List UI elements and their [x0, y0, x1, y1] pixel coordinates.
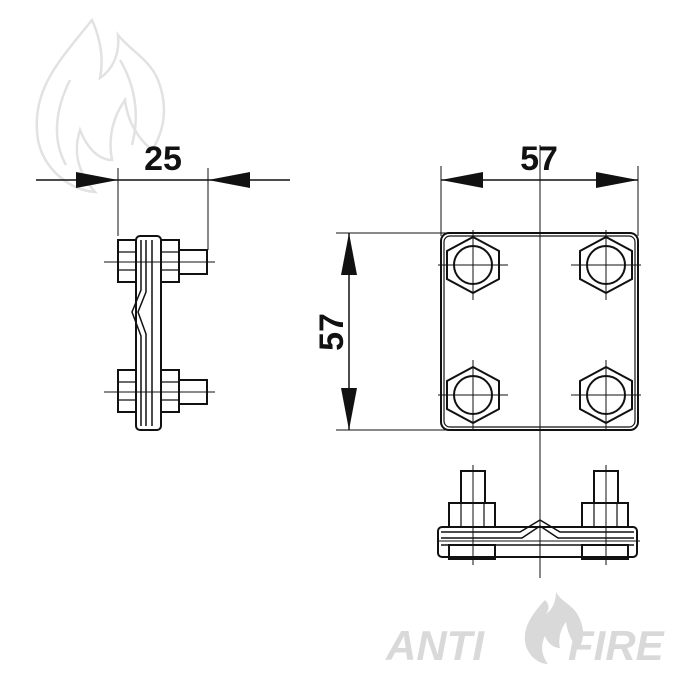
watermark-fire: FIRE [568, 622, 666, 669]
side-nut-bottom-left [117, 369, 137, 413]
side-view [36, 168, 290, 431]
flame-watermark-top [35, 17, 166, 194]
brand-watermark: ANTI FIRE [385, 592, 666, 669]
side-nut-top-right [160, 239, 180, 283]
arrowhead-side-top [341, 233, 357, 275]
bottom-nut-left-top [448, 502, 496, 528]
hex-nut-bottom-left [438, 360, 508, 430]
arrowhead-right [208, 172, 250, 188]
dim-label-57-horizontal: 57 [520, 140, 558, 178]
bottom-view [437, 465, 640, 565]
bottom-nut-left-bottom [448, 544, 496, 560]
dim-label-25: 25 [144, 140, 182, 178]
side-bolt-top-thread [178, 249, 208, 275]
arrowhead-side-bottom [341, 388, 357, 430]
side-bolt-bottom-thread [178, 379, 208, 405]
bottom-nut-right-top [581, 502, 629, 528]
bottom-nut-right-bottom [581, 544, 629, 560]
side-nut-top-left [117, 239, 137, 283]
dim-label-57-vertical: 57 [313, 313, 351, 351]
arrowhead-top-left [441, 172, 483, 188]
front-view [336, 145, 641, 578]
side-plate-wave [131, 240, 142, 426]
watermark-anti: ANTI [385, 622, 485, 669]
bottom-plate-wave [441, 519, 634, 533]
arrowhead-left [76, 172, 118, 188]
arrowhead-top-right [596, 172, 638, 188]
hex-nut-top-right [571, 230, 641, 300]
side-nut-bottom-right [160, 369, 180, 413]
side-plate-outer [135, 235, 162, 431]
hex-nut-bottom-right [571, 360, 641, 430]
hex-nut-top-left [438, 230, 508, 300]
flame-logo-icon [524, 592, 584, 664]
